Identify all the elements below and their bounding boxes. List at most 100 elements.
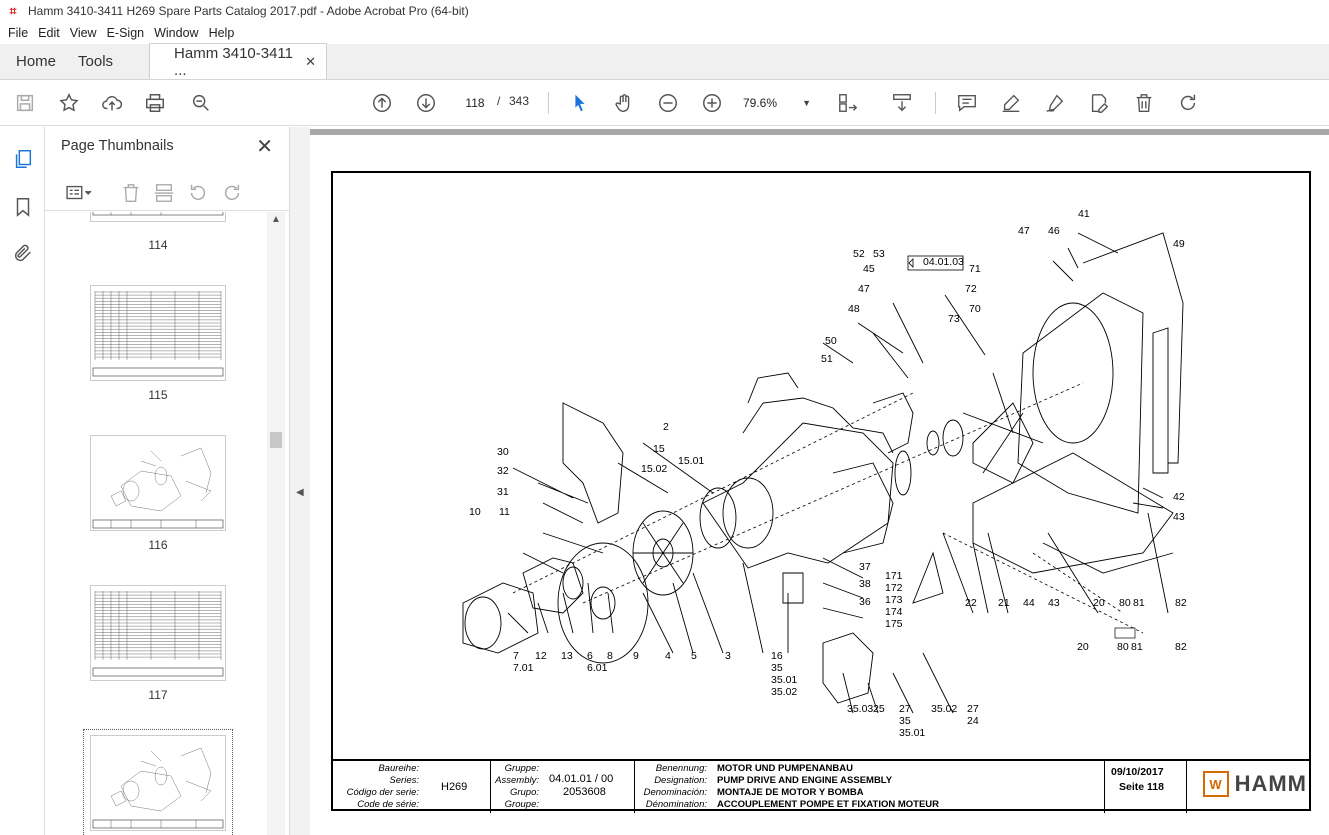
scroll-mode-icon[interactable] — [890, 91, 914, 115]
attachment-paperclip-icon[interactable] — [11, 241, 35, 265]
page-number-input[interactable]: 118 — [457, 90, 493, 114]
hand-tool-icon[interactable] — [612, 91, 636, 115]
date-value: 09/10/2017 — [1111, 766, 1164, 778]
menu-file[interactable]: File — [8, 26, 29, 40]
rotate-right-icon[interactable] — [220, 181, 244, 205]
callout-label: 35.01 — [899, 727, 926, 739]
assembly-cell: Gruppe: Assembly: Grupo: Groupe: 04.01.0… — [491, 761, 635, 813]
delete-page-icon[interactable] — [119, 181, 143, 205]
page-thumbnail-117[interactable] — [90, 585, 226, 681]
upload-cloud-icon[interactable] — [100, 91, 124, 115]
zoom-search-icon[interactable] — [189, 91, 213, 115]
sign-pen-icon[interactable] — [1043, 91, 1067, 115]
page-thumbnail-115[interactable] — [90, 285, 226, 381]
callout-label: 73 — [948, 313, 960, 325]
page-thumbnail-118[interactable] — [90, 735, 226, 831]
page-thumbnails-icon[interactable] — [11, 147, 35, 171]
callout-label: 27 — [899, 703, 911, 715]
callout-label: 7 — [513, 650, 519, 662]
callout-label: 41 — [1078, 208, 1090, 220]
thumbnail-label: 117 — [148, 688, 168, 702]
page-separator: / — [497, 94, 501, 108]
brand-name: HAMM — [1234, 771, 1307, 796]
rotate-redo-icon[interactable] — [1176, 91, 1200, 115]
thumbnail-toolbar — [45, 175, 290, 211]
print-icon[interactable] — [143, 91, 167, 115]
selected-thumbnail-frame — [83, 729, 233, 835]
zoom-out-icon[interactable] — [656, 91, 680, 115]
zoom-in-icon[interactable] — [700, 91, 724, 115]
assembly-label-3: Grupo: — [509, 787, 539, 798]
callout-label: 82 — [1175, 641, 1187, 653]
menu-window[interactable]: Window — [154, 26, 199, 40]
bookmark-icon[interactable] — [11, 195, 35, 219]
thumbnail-options-icon[interactable] — [61, 181, 97, 205]
callout-label: 36 — [859, 596, 871, 608]
delete-trash-icon[interactable] — [1132, 91, 1156, 115]
thumbnail-scrollbar[interactable]: ▲ — [267, 212, 285, 835]
tab-tools[interactable]: Tools — [78, 52, 114, 70]
window-title: Hamm 3410-3411 H269 Spare Parts Catalog … — [28, 4, 469, 18]
tab-home[interactable]: Home — [16, 52, 57, 70]
tab-document[interactable]: Hamm 3410-3411 ... ✕ — [149, 43, 328, 79]
thumbnail-list: 114 115 116 117 — [45, 212, 267, 835]
close-panel-icon[interactable]: ✕ — [256, 136, 273, 158]
page-seite: Seite 118 — [1119, 781, 1164, 793]
callout-label: 35.02 — [771, 686, 798, 698]
designation-en: PUMP DRIVE AND ENGINE ASSEMBLY — [717, 775, 893, 786]
engine-assembly-drawing — [462, 232, 1184, 714]
rotate-left-icon[interactable] — [186, 181, 210, 205]
callout-label: 49 — [1173, 238, 1185, 250]
grupo-value: 2053608 — [563, 786, 606, 798]
callout-label: 50 — [825, 335, 837, 347]
callout-label: 35.03 — [847, 703, 874, 715]
callout-label: 175 — [885, 618, 903, 630]
designation-label-4: Dénomination: — [645, 799, 707, 810]
collapse-left-icon[interactable]: ◀ — [296, 487, 304, 498]
zoom-level-select[interactable]: 79.6% ▼ — [743, 91, 815, 115]
series-value: H269 — [441, 781, 468, 793]
page-thumbnail-114[interactable] — [90, 212, 226, 222]
thumbnail-label: 116 — [148, 538, 168, 552]
callout-label: 173 — [885, 594, 903, 606]
save-icon[interactable] — [13, 91, 37, 115]
scroll-up-icon[interactable]: ▲ — [271, 214, 281, 225]
toolbar-divider — [935, 92, 936, 114]
page-thumbnail-116[interactable] — [90, 435, 226, 531]
menu-help[interactable]: Help — [208, 26, 235, 40]
panel-collapse-bar[interactable]: ◀ — [290, 127, 310, 835]
callout-label: 53 — [873, 248, 885, 260]
thumbnail-label: 114 — [148, 238, 168, 252]
edit-document-icon[interactable] — [1087, 91, 1111, 115]
assembly-value: 04.01.01 / 00 — [549, 773, 614, 785]
previous-page-edge — [310, 129, 1329, 135]
highlight-pen-icon[interactable] — [999, 91, 1023, 115]
callout-label: 9 — [633, 650, 639, 662]
next-page-icon[interactable] — [414, 91, 438, 115]
callout-label: 35 — [771, 662, 783, 674]
menu-edit[interactable]: Edit — [38, 26, 60, 40]
comment-icon[interactable] — [955, 91, 979, 115]
scrollbar-thumb[interactable] — [270, 432, 282, 448]
assembly-label-4: Groupe: — [504, 799, 539, 810]
callout-label: 42 — [1173, 491, 1185, 503]
close-tab-icon[interactable]: ✕ — [305, 53, 317, 69]
insert-page-icon[interactable] — [152, 181, 176, 205]
callout-label: 35 — [899, 715, 911, 727]
menu-view[interactable]: View — [69, 26, 97, 40]
fit-page-icon[interactable] — [836, 91, 860, 115]
callout-label: 51 — [821, 353, 833, 365]
star-icon[interactable] — [57, 91, 81, 115]
designation-fr: ACCOUPLEMENT POMPE ET FIXATION MOTEUR — [717, 799, 940, 810]
menu-esign[interactable]: E-Sign — [106, 26, 145, 40]
select-cursor-icon[interactable] — [568, 91, 592, 115]
callout-label: 37 — [859, 561, 871, 573]
date-cell: 09/10/2017 Seite 118 — [1105, 761, 1187, 813]
designation-es: MONTAJE DE MOTOR Y BOMBA — [717, 787, 864, 798]
callout-label: 43 — [1048, 597, 1060, 609]
callout-label: 38 — [859, 578, 871, 590]
previous-page-icon[interactable] — [370, 91, 394, 115]
page-total: 343 — [509, 94, 530, 108]
callout-label: 3 — [725, 650, 731, 662]
